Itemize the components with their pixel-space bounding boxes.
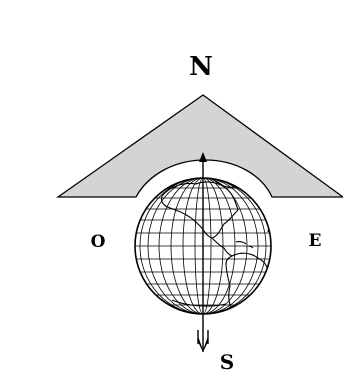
south-label: S — [219, 350, 235, 374]
compass-arrow-icon — [197, 152, 209, 352]
west-label: O — [90, 232, 106, 252]
east-label: E — [308, 231, 322, 251]
north-label: N — [189, 52, 213, 82]
